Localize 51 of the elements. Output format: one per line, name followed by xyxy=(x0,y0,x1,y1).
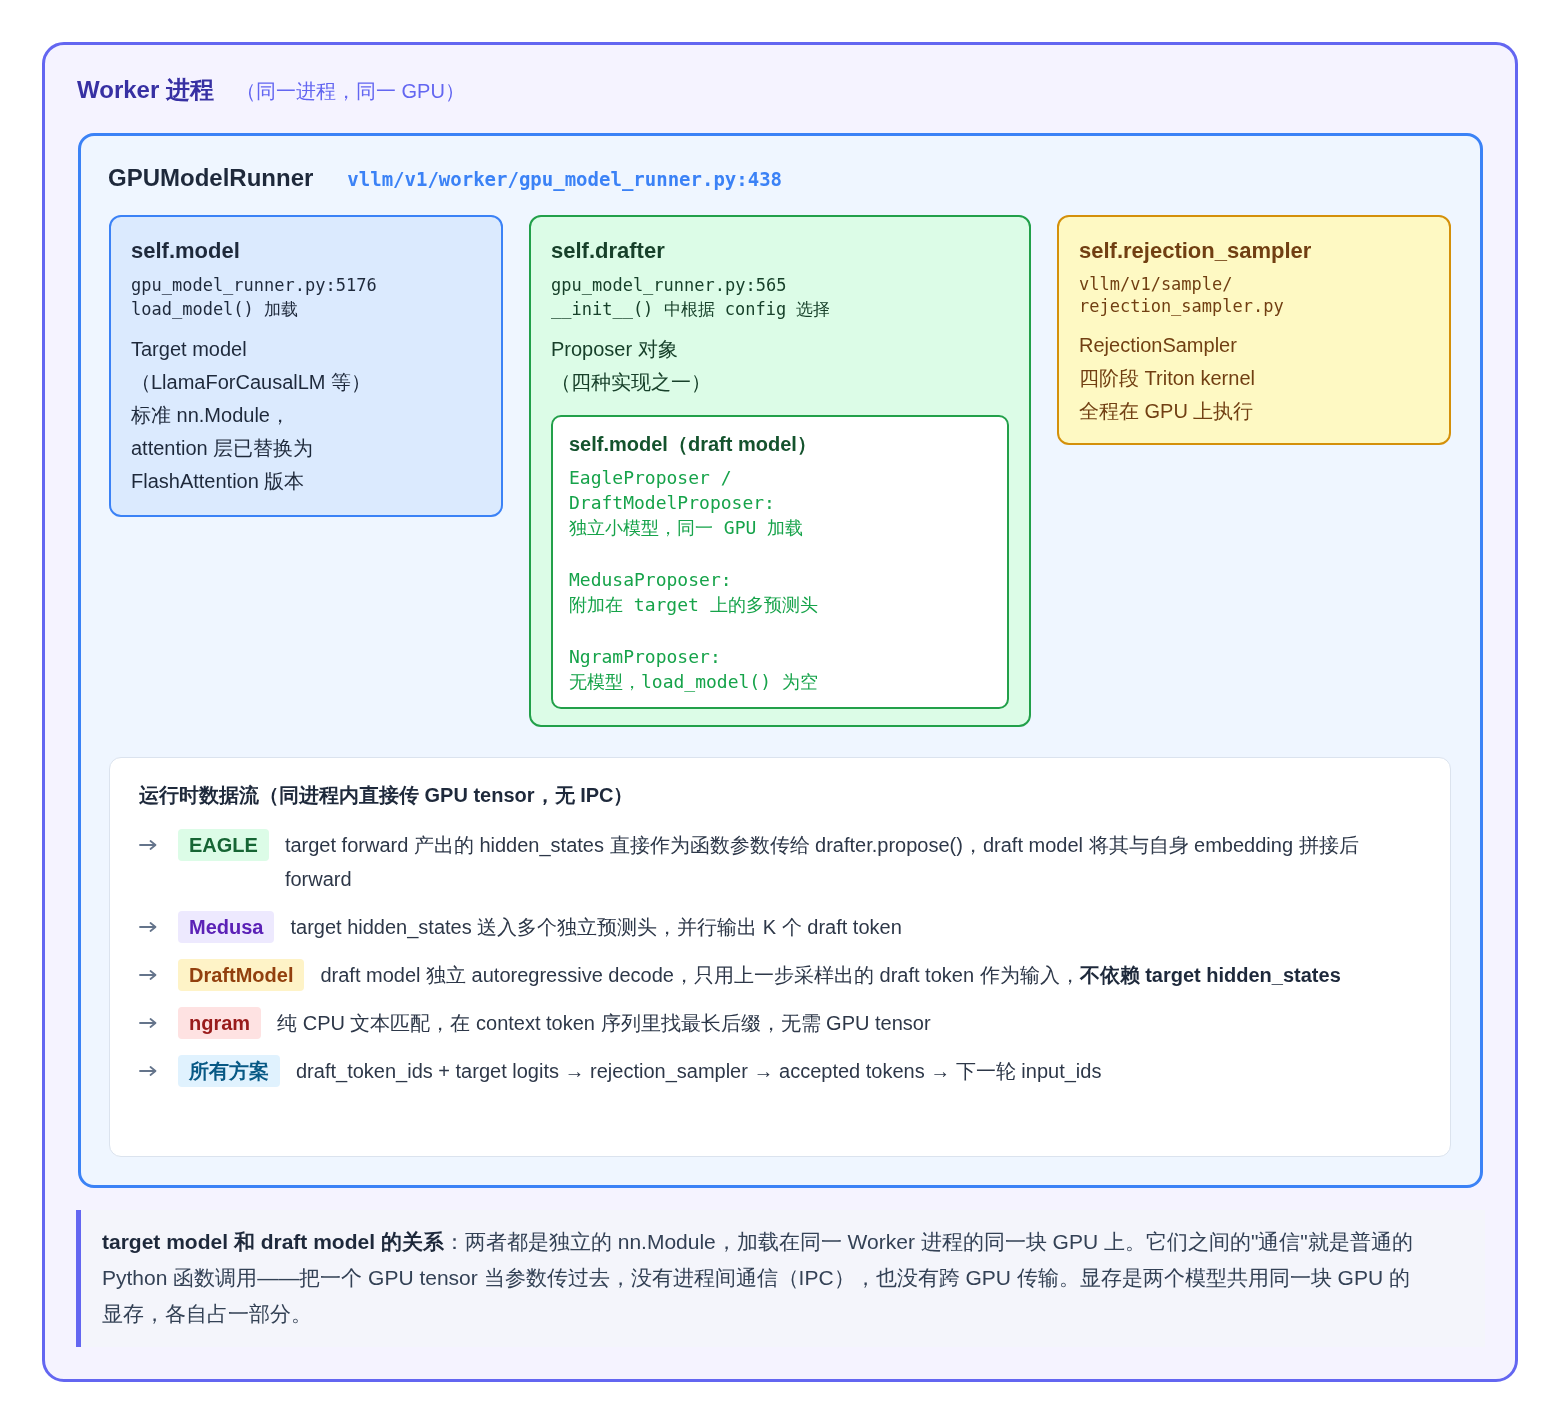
code-text: 无模型，load_model() 为空 xyxy=(569,670,818,694)
method-tag: EAGLE xyxy=(178,829,269,861)
method-tag: Medusa xyxy=(178,911,275,943)
rejection-sampler-card xyxy=(1057,215,1451,445)
code-text: DraftModelProposer: xyxy=(569,491,775,515)
card-title: self.rejection_sampler xyxy=(1079,237,1312,265)
code-text: gpu_model_runner.py:5176 xyxy=(131,274,377,297)
file-path: vllm/v1/worker/gpu_model_runner.py:438 xyxy=(347,167,783,193)
data-flow-panel xyxy=(109,757,1451,1157)
code-text: 附加在 target 上的多预测头 xyxy=(569,593,818,617)
code-text: vllm/v1/sample/ xyxy=(1079,273,1233,295)
body-text: 四阶段 Triton kernel xyxy=(1079,366,1255,391)
flow-description: draft_token_ids + target logits → rejection_sampler → accepted tokens → 下一轮 input_ids xyxy=(296,1059,1102,1085)
code-text: EagleProposer / xyxy=(569,466,732,490)
panel-title: GPUModelRunner xyxy=(108,163,314,193)
target-model-card xyxy=(109,215,503,517)
card-title: self.drafter xyxy=(551,237,665,265)
drafter-card xyxy=(529,215,1031,727)
body-text: Proposer 对象 xyxy=(551,337,678,362)
flow-description: draft model 独立 autoregressive decode，只用上一步采样出的 draft token 作为输入，不依赖 target hidden_states xyxy=(320,963,1341,988)
worker-process-panel xyxy=(42,42,1518,1382)
code-text: MedusaProposer: xyxy=(569,568,732,592)
body-text: FlashAttention 版本 xyxy=(131,469,305,494)
code-text: 独立小模型，同一 GPU 加载 xyxy=(569,516,804,540)
body-text: 全程在 GPU 上执行 xyxy=(1079,399,1254,424)
panel-title: Worker 进程 xyxy=(77,75,214,105)
method-tag: 所有方案 xyxy=(178,1055,280,1087)
section-title: 运行时数据流（同进程内直接传 GPU tensor，无 IPC） xyxy=(139,783,634,808)
flow-description: target hidden_states 送入多个独立预测头，并行输出 K 个 draft token xyxy=(290,915,902,941)
body-text: （四种实现之一） xyxy=(551,370,711,395)
body-text: Target model xyxy=(131,337,247,362)
code-text: rejection_sampler.py xyxy=(1079,295,1284,317)
body-text: attention 层已替换为 xyxy=(131,436,314,461)
flow-description: 纯 CPU 文本匹配，在 context token 序列里找最长后缀，无需 GPU tensor xyxy=(277,1011,931,1036)
model-runner-panel xyxy=(78,133,1483,1188)
panel-subtitle: （同一进程，同一 GPU） xyxy=(235,79,465,104)
method-tag: DraftModel xyxy=(178,959,305,991)
code-text: gpu_model_runner.py:565 xyxy=(551,274,787,297)
body-text: 标准 nn.Module， xyxy=(131,403,290,428)
draft-model-card xyxy=(551,415,1009,709)
note-panel xyxy=(76,1210,1485,1347)
card-title: self.model xyxy=(131,237,240,265)
code-text: __init__() 中根据 config 选择 xyxy=(551,298,831,321)
code-text: load_model() 加载 xyxy=(131,298,299,321)
method-tag: ngram xyxy=(178,1007,262,1039)
flow-description: target forward 产出的 hidden_states 直接作为函数参数传给 drafter.propose()，draft model 将其与自身 embedding 拼接后 forward xyxy=(284,833,1360,892)
card-title: self.model（draft model） xyxy=(569,432,817,457)
code-text: NgramProposer: xyxy=(569,645,721,669)
body-text: RejectionSampler xyxy=(1079,333,1237,358)
body-text: （LlamaForCausalLM 等） xyxy=(131,370,372,395)
note-text: target model 和 draft model 的关系：两者都是独立的 nn.Module，加载在同一 Worker 进程的同一块 GPU 上。它们之间的"通信"就是普通的 Python 函数调用——把一个 GPU tensor 当参数传过去，没有进程间通信（IPC），也没有跨 GPU 传输。显存是两个模型共用同一块 GPU 的显存，各自占一部分。 xyxy=(102,1229,1414,1327)
